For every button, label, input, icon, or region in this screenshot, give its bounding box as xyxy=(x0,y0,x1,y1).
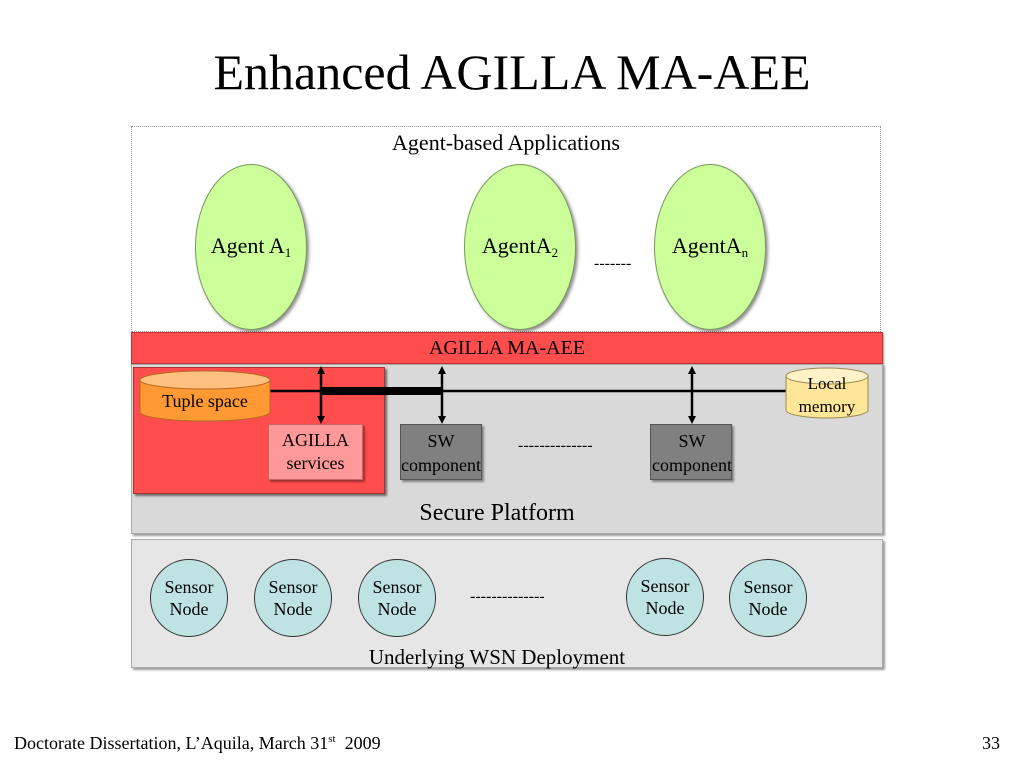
footer-year: 2009 xyxy=(335,733,381,753)
sensor-node-line1: Sensor xyxy=(743,577,793,597)
sw-component-box-1 xyxy=(400,424,482,480)
sensor-node-line1: Sensor xyxy=(372,577,422,597)
agent-an-subscript: n xyxy=(741,245,749,260)
local-memory-line1: Local xyxy=(807,374,847,393)
applications-label: Agent-based Applications xyxy=(392,130,620,155)
secure-platform-label: Secure Platform xyxy=(419,500,575,526)
sw-component-2-line2: component xyxy=(652,455,732,475)
sensor-node-line2: Node xyxy=(645,598,685,618)
agent-a1: Agent A1 xyxy=(195,164,307,330)
agilla-ma-aee-bar: AGILLA MA-AEE xyxy=(131,332,883,364)
tuple-space-cylinder xyxy=(139,370,271,422)
sw-ellipsis: -------------- xyxy=(518,437,593,454)
agilla-services-line2: services xyxy=(286,453,345,473)
agent-a2: AgentA2 xyxy=(464,164,576,330)
footer-sup: st xyxy=(328,733,336,745)
sw-component-label-1: SW component xyxy=(385,429,497,477)
agilla-services-line1: AGILLA xyxy=(282,430,349,450)
sensor-node-line2: Node xyxy=(169,599,209,619)
wsn-deployment-label: Underlying WSN Deployment xyxy=(368,645,626,669)
sensor-node-line1: Sensor xyxy=(268,577,318,597)
sw-component-2-line1: SW xyxy=(678,431,706,451)
sw-component-label-2: SW component xyxy=(636,429,748,477)
sw-component-1-line1: SW xyxy=(427,431,455,451)
footer-main: Doctorate Dissertation, L’Aquila, March … xyxy=(14,733,329,753)
agent-a1-label: Agent A xyxy=(210,233,285,258)
sensor-ellipsis: -------------- xyxy=(470,588,545,605)
agent-a2-label: AgentA xyxy=(481,233,552,258)
agent-a1-subscript: 1 xyxy=(284,245,292,260)
local-memory-line2: memory xyxy=(798,397,856,416)
sensor-node-line1: Sensor xyxy=(164,577,214,597)
sensor-node-line2: Node xyxy=(377,599,417,619)
local-memory-cylinder xyxy=(785,367,869,419)
agents-ellipsis: ------- xyxy=(594,255,632,272)
tuple-space-label: Tuple space xyxy=(162,391,248,411)
sw-component-box-2 xyxy=(650,424,732,480)
sensor-node-line2: Node xyxy=(273,599,313,619)
footer-text: Doctorate Dissertation, L’Aquila, March … xyxy=(14,733,381,754)
sensor-node-line1: Sensor xyxy=(640,576,690,596)
sensor-node-line2: Node xyxy=(748,599,788,619)
agilla-services-box: AGILLA services xyxy=(268,424,363,480)
sw-component-1-line2: component xyxy=(401,455,481,475)
page-number: 33 xyxy=(982,733,1000,753)
agent-an-label: AgentA xyxy=(671,233,742,258)
local-memory-label: Local memory xyxy=(786,372,868,418)
agent-an: AgentAn xyxy=(654,164,766,330)
agent-a2-subscript: 2 xyxy=(551,245,559,260)
slide-title: Enhanced AGILLA MA-AEE xyxy=(213,44,811,100)
